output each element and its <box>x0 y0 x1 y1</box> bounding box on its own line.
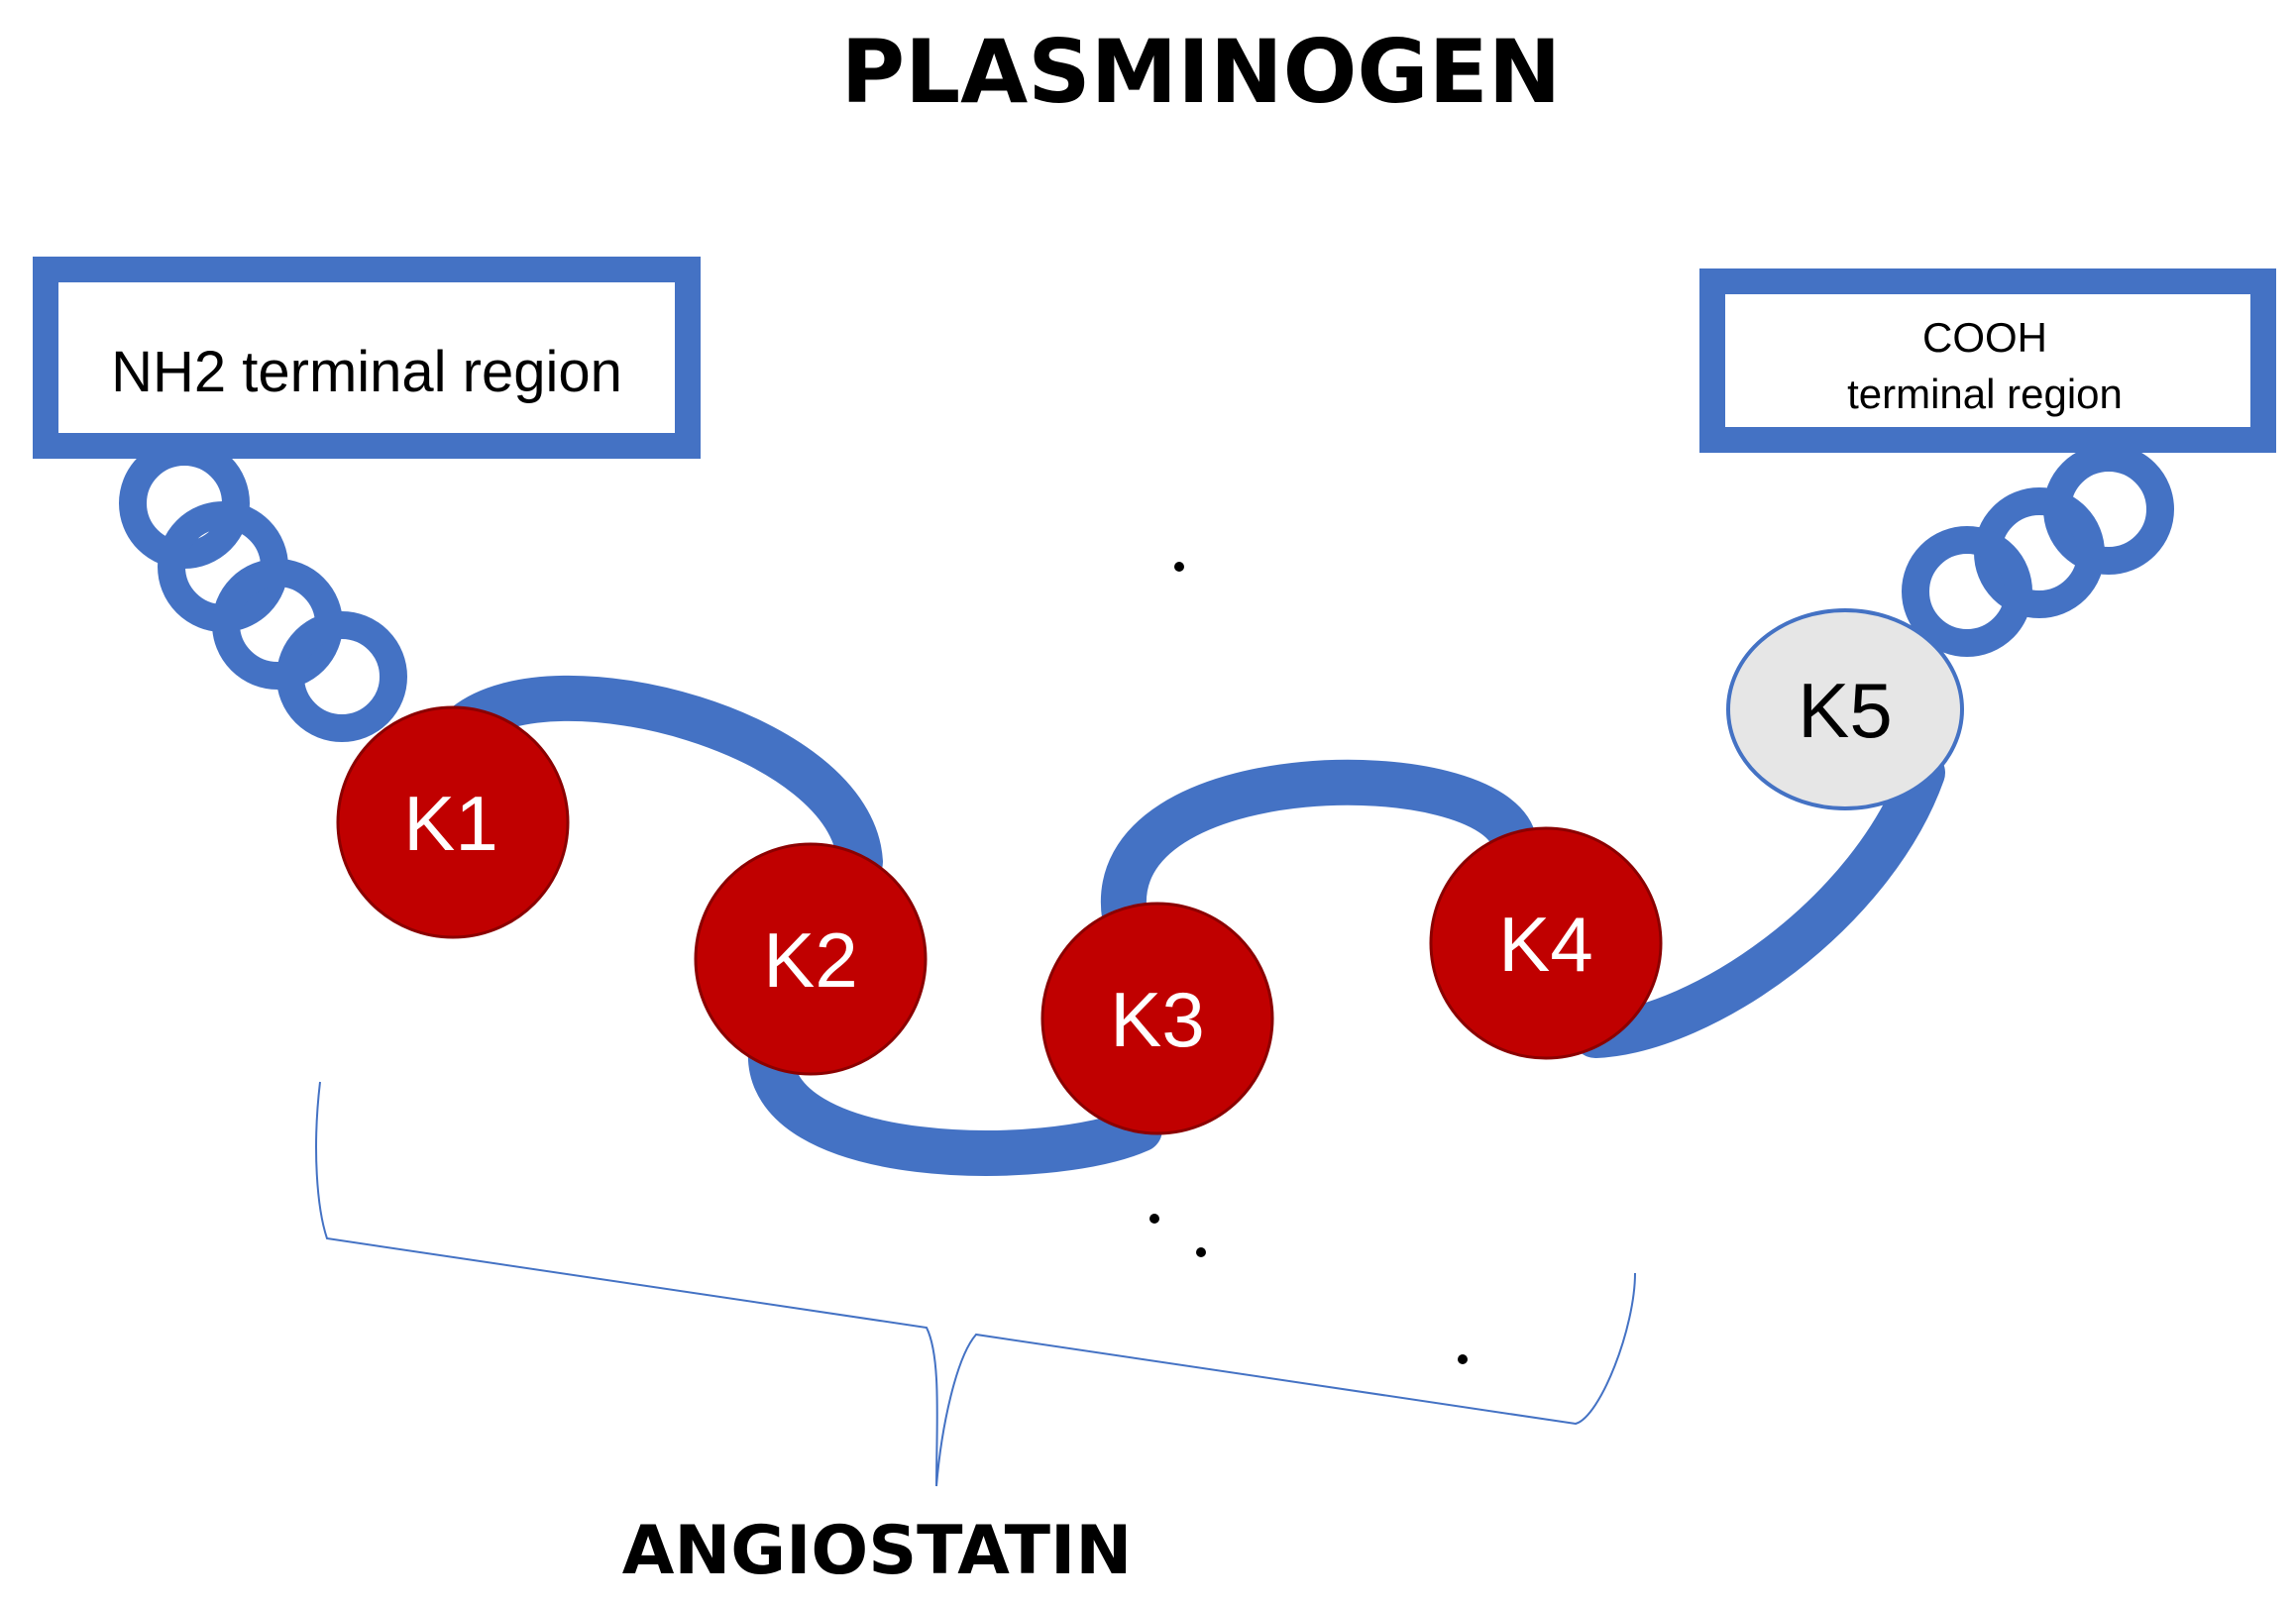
kringle-k3-label: K3 <box>1110 976 1204 1063</box>
cooh-coil-ring <box>1902 526 2032 657</box>
dot <box>1458 1354 1468 1364</box>
nh2-terminal-box: NH2 terminal region <box>33 257 701 459</box>
chain-segment-k4-k5 <box>1573 750 1945 1058</box>
kringle-k2: K2 <box>694 842 928 1076</box>
nh2-coil-ring <box>276 611 407 742</box>
polypeptide-chain <box>443 675 1945 1176</box>
kringle-k1-label: K1 <box>403 780 497 867</box>
kringle-k2-label: K2 <box>763 916 857 1004</box>
chain-segment-k2-k3 <box>747 1027 1162 1176</box>
kringle-k1: K1 <box>336 705 570 939</box>
chain-segment-k1-k2 <box>443 675 883 885</box>
angiostatin-label: ANGIOSTATIN <box>622 1512 1132 1590</box>
stray-dots <box>1149 562 1468 1364</box>
diagram-title: PLASMINOGEN <box>841 21 1562 123</box>
cooh-terminal-box: COOH terminal region <box>1699 268 2276 453</box>
cooh-terminal-label-line1: COOH <box>1922 314 2047 361</box>
cooh-terminal-label-line2: terminal region <box>1847 371 2123 417</box>
nh2-terminal-label: NH2 terminal region <box>111 340 622 404</box>
cooh-coil <box>1902 444 2174 657</box>
kringle-k5: K5 <box>1726 608 1964 810</box>
kringle-k3: K3 <box>1040 902 1274 1135</box>
chain-segment-k3-k4 <box>1100 759 1537 939</box>
angiostatin-bracket <box>315 1081 1636 1487</box>
kringle-k5-label: K5 <box>1798 667 1892 754</box>
nh2-coil <box>119 438 407 742</box>
kringle-k4-label: K4 <box>1498 901 1592 988</box>
dot <box>1149 1214 1159 1224</box>
kringle-k4: K4 <box>1429 826 1663 1060</box>
dot <box>1196 1247 1206 1257</box>
dot <box>1174 562 1184 572</box>
